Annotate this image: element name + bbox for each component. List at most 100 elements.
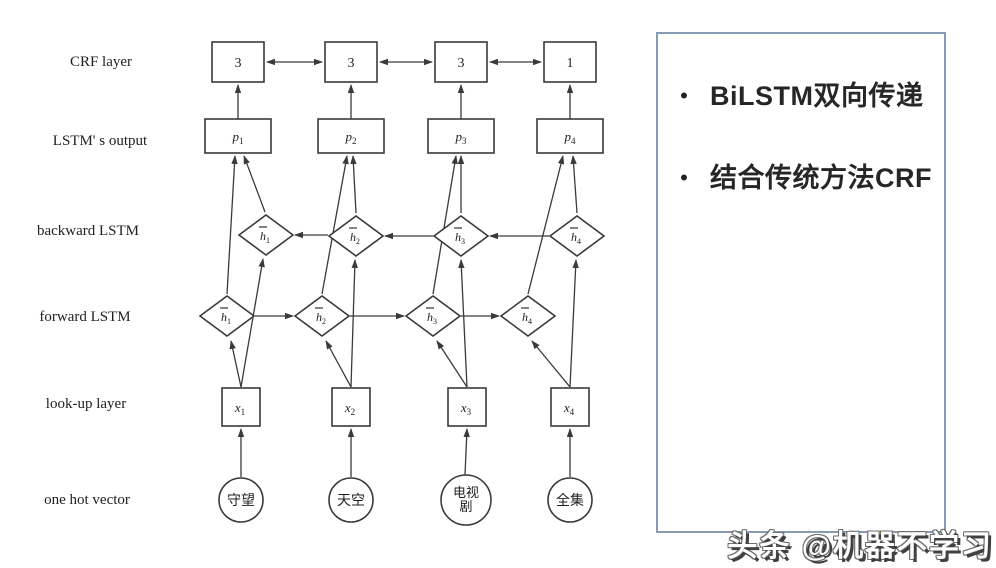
row-label-lstm-output: LSTM' s output	[53, 133, 148, 149]
edge-b1-p1	[243, 155, 266, 213]
x-node-2-label: x	[344, 400, 351, 415]
edge-f3-p3	[432, 155, 458, 295]
watermark-toutiao: 头条 @机器不学习	[727, 530, 993, 563]
svg-text:h3: h3	[427, 310, 437, 326]
token-3-text-line2: 剧	[459, 499, 472, 514]
svg-text:h1: h1	[221, 310, 231, 326]
svg-text:守望: 守望	[227, 493, 255, 509]
edge-b4-p4	[570, 155, 578, 214]
forward-lstm-node-4: h4	[499, 295, 557, 337]
token-circle-1: 守望	[218, 477, 264, 523]
backward-node-2-hbar-label: h	[350, 230, 356, 244]
token-3-text-line1: 电视	[453, 485, 479, 500]
svg-text:h1: h1	[260, 229, 270, 245]
svg-text:h3: h3	[455, 230, 465, 246]
p-node-2-sub: 2	[352, 136, 357, 146]
crf-node-1: 3	[211, 41, 265, 83]
edge-token3-x3	[463, 428, 470, 476]
forward-lstm-node-2: h2	[293, 295, 351, 337]
p-node-4: p4	[536, 118, 604, 154]
backward-node-2-sub: 2	[356, 237, 360, 246]
x-node-4: x4	[550, 387, 590, 427]
p-node-1: p1	[204, 118, 272, 154]
svg-text:h2: h2	[350, 230, 360, 246]
crf-node-2: 3	[324, 41, 378, 83]
forward-node-4-hbar-label: h	[522, 310, 528, 324]
crf-node-2-value: 3	[348, 56, 355, 71]
svg-text:x3: x3	[460, 400, 472, 417]
bullet-dot-2: •	[680, 165, 688, 190]
backward-lstm-node-1: h1	[237, 214, 295, 256]
svg-text:x4: x4	[563, 400, 575, 417]
row-label-forward-lstm: forward LSTM	[39, 309, 130, 325]
crf-node-4: 1	[543, 41, 597, 83]
edge-b2-p2	[350, 155, 357, 214]
row-label-lookup-layer: look-up layer	[46, 396, 126, 412]
backward-lstm-node-2: h2	[327, 215, 385, 257]
p-node-3-label: p	[455, 129, 463, 144]
backward-lstm-node-4: h4	[548, 215, 606, 257]
p-node-2-label: p	[345, 129, 353, 144]
edge-f2-p2	[321, 155, 349, 295]
svg-text:p1: p1	[232, 129, 244, 146]
bullet-text-bilstm: BiLSTM双向传递	[710, 81, 924, 111]
backward-node-3-sub: 3	[461, 237, 465, 246]
backward-lstm-node-3: h3	[432, 215, 490, 257]
forward-node-3-hbar-label: h	[427, 310, 433, 324]
x-node-1-label: x	[234, 400, 241, 415]
forward-node-2-sub: 2	[322, 317, 326, 326]
x-node-3: x3	[447, 387, 487, 427]
p-node-2: p2	[317, 118, 385, 154]
backward-node-1-sub: 1	[266, 236, 270, 245]
svg-text:全集: 全集	[556, 492, 584, 509]
forward-node-2-hbar-label: h	[316, 310, 322, 324]
row-label-one-hot-vector: one hot vector	[44, 492, 130, 508]
p-node-4-sub: 4	[571, 136, 576, 146]
edge-x3-b3	[458, 259, 468, 388]
x-node-1-sub: 1	[241, 407, 246, 417]
backward-node-1-hbar-label: h	[260, 229, 266, 243]
crf-node-1-value: 3	[235, 56, 242, 71]
token-2-text: 天空	[337, 493, 365, 509]
forward-node-1-sub: 1	[227, 317, 231, 326]
edge-x1-b1	[240, 258, 265, 388]
edge-x2-b2	[350, 259, 358, 388]
bullet-dot-1: •	[680, 83, 688, 108]
svg-text:p4: p4	[564, 129, 577, 146]
svg-text:h4: h4	[571, 230, 581, 246]
p-node-3: p3	[427, 118, 495, 154]
edge-x2-f2	[325, 340, 352, 388]
edge-x4-b4	[569, 259, 579, 388]
edge-x4-f4	[531, 340, 571, 388]
x-node-2-sub: 2	[351, 407, 356, 417]
x-node-3-label: x	[460, 400, 467, 415]
forward-lstm-node-3: h3	[404, 295, 462, 337]
svg-text:电视剧: 电视剧	[453, 485, 479, 514]
x-node-2: x2	[331, 387, 371, 427]
backward-node-4-hbar-label: h	[571, 230, 577, 244]
svg-text:h4: h4	[522, 310, 532, 326]
row-label-crf-layer: CRF layer	[70, 54, 132, 70]
crf-node-3: 3	[434, 41, 488, 83]
svg-text:p3: p3	[455, 129, 468, 146]
svg-text:天空: 天空	[337, 493, 365, 509]
edge-f1-p1	[226, 155, 238, 295]
bullet-text-crf: 结合传统方法CRF	[710, 163, 932, 193]
svg-text:p2: p2	[345, 129, 357, 146]
x-node-4-label: x	[563, 400, 570, 415]
p-node-3-sub: 3	[462, 136, 467, 146]
bullet-item-2: • 结合传统方法CRF	[658, 160, 944, 196]
p-node-1-label: p	[232, 129, 240, 144]
token-circle-4: 全集	[547, 477, 593, 523]
svg-text:x2: x2	[344, 400, 355, 417]
notes-panel: • BiLSTM双向传递 • 结合传统方法CRF	[656, 32, 946, 533]
x-node-1: x1	[221, 387, 261, 427]
x-node-4-sub: 4	[570, 407, 575, 417]
row-label-backward-lstm: backward LSTM	[37, 223, 139, 239]
edge-x3-f3	[436, 340, 468, 388]
token-circle-3: 电视剧	[440, 474, 492, 526]
edge-x1-f1	[229, 340, 242, 388]
p-node-1-sub: 1	[239, 136, 244, 146]
forward-node-1-hbar-label: h	[221, 310, 227, 324]
